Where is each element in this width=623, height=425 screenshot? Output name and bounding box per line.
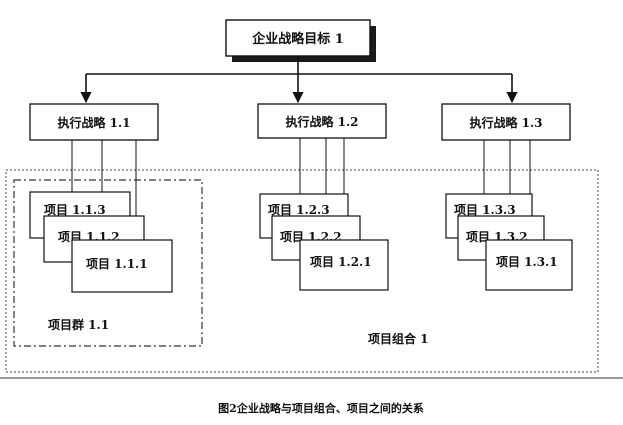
project-group-3: 项目 1.3.3 项目 1.3.2 项目 1.3.1 [445,140,573,291]
project-label-1-2-3: 项目 1.2.3 [268,203,330,217]
program-label: 项目群 1.1 [48,317,109,332]
project-group-2: 项目 1.2.3 项目 1.2.2 项目 1.2.1 [259,138,389,291]
portfolio-label: 项目组合 1 [368,331,429,346]
project-label-1-2-1: 项目 1.2.1 [310,255,372,269]
project-box-1-3-1 [485,239,573,291]
strategy-label-1: 执行战略 1.1 [57,115,130,130]
goal-label: 企业战略目标 1 [251,31,344,47]
project-box-1-1-1 [71,239,173,293]
project-label-1-3-3: 项目 1.3.3 [454,203,516,217]
project-label-1-3-1: 项目 1.3.1 [496,255,558,269]
figure-caption: 图2企业战略与项目组合、项目之间的关系 [218,401,424,415]
project-group-1: 项目 1.1.3 项目 1.1.2 项目 1.1.1 [29,140,173,293]
strategy-label-3: 执行战略 1.3 [469,115,542,130]
strategy-box-3 [441,103,571,141]
portfolio-boundary [5,169,599,373]
strategy-label-2: 执行战略 1.2 [285,114,358,129]
strategy-box-2 [257,103,387,139]
project-label-1-1-1: 项目 1.1.1 [86,257,148,271]
strategy-box-1 [29,103,159,141]
project-label-1-1-3: 项目 1.1.3 [44,203,106,217]
program-boundary [13,179,203,347]
project-box-1-2-1 [299,239,389,291]
